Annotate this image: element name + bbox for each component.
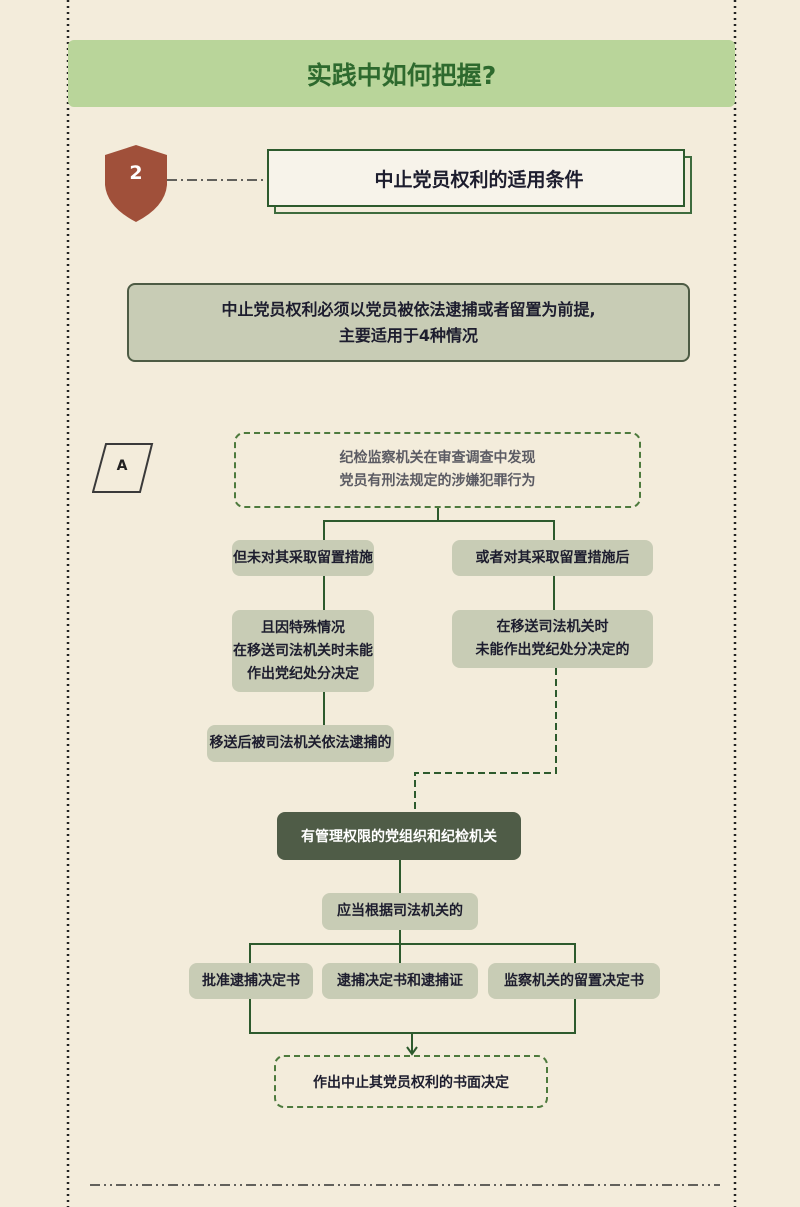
section-title-box: 中止党员权利的适用条件: [267, 149, 685, 207]
left-step-3: 移送后被司法机关依法逮捕的: [207, 725, 394, 762]
document-box: 监察机关的留置决定书: [488, 963, 660, 999]
parallelogram-icon: [92, 443, 154, 493]
right-step-2-line: 未能作出党纪处分决定的: [475, 642, 630, 658]
document-text: 逮捕决定书和逮捕证: [337, 972, 463, 989]
arrow-head-icon: [406, 1046, 418, 1056]
left-step-2: 且因特殊情况 在移送司法机关时未能 作出党纪处分决定: [232, 610, 374, 692]
title-banner: 实践中如何把握?: [68, 40, 735, 107]
page-title: 实践中如何把握?: [306, 60, 497, 90]
premise-line-1: 中止党员权利必须以党员被依法逮捕或者留置为前提,: [221, 299, 596, 319]
left-step-3-text: 移送后被司法机关依法逮捕的: [209, 735, 392, 751]
section-title: 中止党员权利的适用条件: [374, 168, 584, 191]
left-step-2-line: 作出党纪处分决定: [247, 665, 359, 682]
authority-box: 有管理权限的党组织和纪检机关: [277, 812, 521, 860]
right-step-1: 或者对其采取留置措施后: [452, 540, 653, 576]
start-line-2: 党员有刑法规定的涉嫌犯罪行为: [339, 473, 536, 489]
right-step-1-text: 或者对其采取留置措施后: [475, 549, 630, 566]
documents-merge: [249, 999, 576, 1034]
authority-text: 有管理权限的党组织和纪检机关: [301, 829, 497, 845]
start-box: 纪检监察机关在审查调查中发现 党员有刑法规定的涉嫌犯罪行为: [234, 432, 641, 508]
document-box: 批准逮捕决定书: [189, 963, 313, 999]
left-step-2-line: 且因特殊情况: [261, 619, 345, 636]
left-step-2-line: 在移送司法机关时未能: [233, 642, 373, 659]
right-step-2-line: 在移送司法机关时: [496, 619, 609, 635]
basis-text: 应当根据司法机关的: [337, 903, 463, 919]
right-step-2: 在移送司法机关时 未能作出党纪处分决定的: [452, 610, 653, 668]
left-step-1: 但未对其采取留置措施: [232, 540, 374, 576]
premise-box: 中止党员权利必须以党员被依法逮捕或者留置为前提, 主要适用于4种情况: [127, 283, 690, 362]
shield-icon: [105, 145, 167, 222]
start-line-1: 纪检监察机关在审查调查中发现: [339, 450, 536, 466]
document-box: 逮捕决定书和逮捕证: [322, 963, 478, 999]
section-number: 2: [129, 162, 143, 184]
right-dashed-connector: [414, 668, 557, 812]
document-text: 批准逮捕决定书: [202, 972, 300, 989]
premise-line-2: 主要适用于4种情况: [338, 325, 479, 345]
branch-connector: [323, 520, 555, 540]
left-step-1-text: 但未对其采取留置措施: [233, 549, 373, 566]
basis-box: 应当根据司法机关的: [322, 893, 478, 930]
document-text: 监察机关的留置决定书: [504, 972, 644, 989]
result-box: 作出中止其党员权利的书面决定: [274, 1055, 548, 1108]
flow-label: A: [116, 458, 128, 474]
result-text: 作出中止其党员权利的书面决定: [313, 1074, 509, 1091]
documents-branch: [249, 943, 576, 963]
